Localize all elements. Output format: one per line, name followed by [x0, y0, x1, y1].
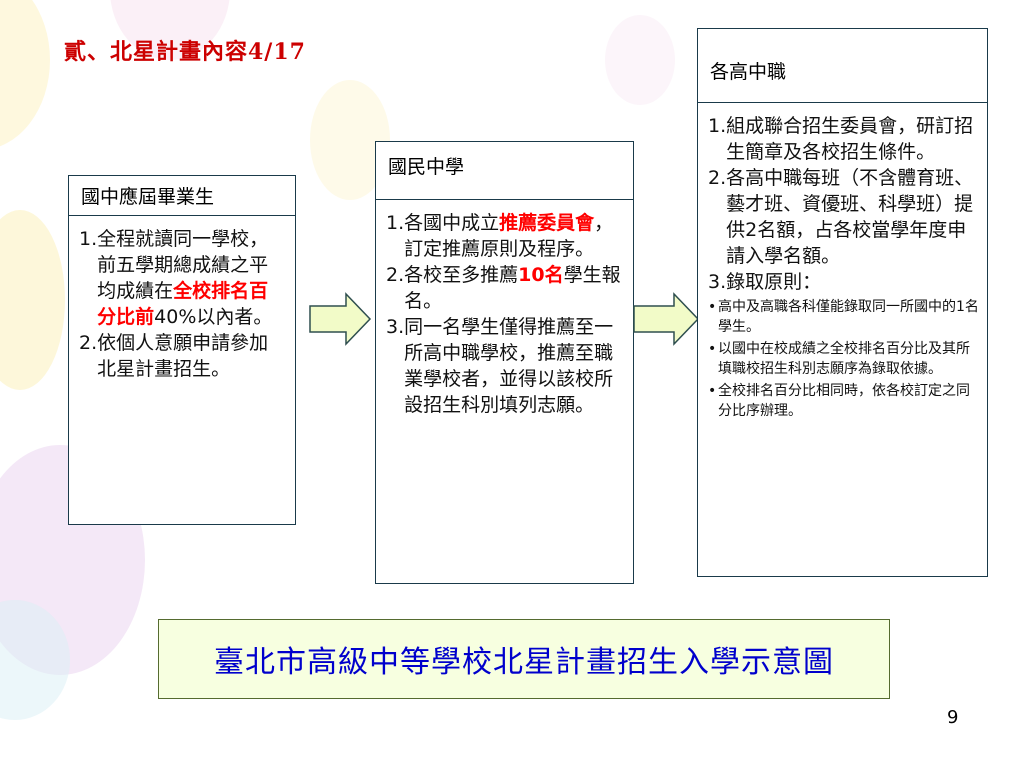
sub-note-text: 全校排名百分比相同時，依各校訂定之同分比序辦理。: [718, 383, 970, 419]
sub-note-text: 高中及高職各科僅能錄取同一所國中的1名學生。: [718, 299, 979, 335]
list-item: 1.各國中成立推薦委員會，訂定推薦原則及程序。: [386, 210, 625, 262]
list-item: 2.依個人意願申請參加北星計畫招生。: [79, 330, 287, 382]
item-text: 依個人意願申請參加北星計畫招生。: [97, 330, 287, 382]
bullet-icon: •: [708, 383, 717, 399]
item-number: 1.: [79, 228, 98, 250]
text-segment: 同一名學生僅得推薦至一所高中職學校，推薦至職業學校者，並得以該校所設招生科別填列…: [404, 316, 614, 416]
diagram-caption: 臺北市高級中等學校北星計畫招生入學示意圖: [214, 645, 834, 680]
arrow-right-icon: [309, 292, 372, 346]
highlight-text: 10名: [518, 264, 564, 286]
balloon-shape: [605, 15, 675, 105]
page-number: 9: [947, 707, 959, 728]
item-number: 3.: [708, 271, 727, 293]
balloon-shape: [310, 80, 390, 200]
arrow-right-icon: [633, 292, 700, 346]
text-segment: 40%以內者。: [154, 306, 273, 328]
item-text: 各國中成立推薦委員會，訂定推薦原則及程序。: [404, 210, 625, 262]
balloon-shape: [110, 0, 230, 60]
box-header: 各高中職: [698, 29, 987, 103]
item-number: 1.: [386, 212, 405, 234]
text-segment: 組成聯合招生委員會，研訂招生簡章及各校招生條件。: [726, 115, 974, 163]
list-item: 2.各高中職每班（不含體育班、藝才班、資優班、科學班）提供2名額，占各校當學年度…: [708, 165, 979, 269]
bullet-icon: •: [708, 299, 717, 315]
text-segment: 全程就讀同一學校，前五學期總成績之平均成績在: [97, 228, 269, 302]
list-item: 1.組成聯合招生委員會，研訂招生簡章及各校招生條件。: [708, 113, 979, 165]
arrow-right-icon: [633, 292, 700, 346]
item-number: 1.: [708, 115, 727, 137]
item-number: 3.: [386, 316, 405, 338]
box-body: 1.組成聯合招生委員會，研訂招生簡章及各校招生條件。2.各高中職每班（不含體育班…: [698, 103, 987, 421]
list-item: 1.全程就讀同一學校，前五學期總成績之平均成績在全校排名百分比前40%以內者。: [79, 226, 287, 330]
text-segment: 各高中職每班（不含體育班、藝才班、資優班、科學班）提供2名額，占各校當學年度申請…: [726, 167, 974, 267]
caption-box: 臺北市高級中等學校北星計畫招生入學示意圖: [158, 619, 890, 699]
bullet-icon: •: [708, 341, 717, 357]
item-number: 2.: [386, 264, 405, 286]
highlight-text: 全校排名百分比前: [97, 280, 269, 328]
box-senior-high-schools: 各高中職 1.組成聯合招生委員會，研訂招生簡章及各校招生條件。2.各高中職每班（…: [697, 28, 988, 577]
text-segment: 各校至多推薦: [404, 264, 519, 286]
balloon-shape: [0, 0, 50, 147]
text-segment: ，訂定推薦原則及程序。: [404, 212, 614, 260]
text-segment: 錄取原則：: [726, 271, 822, 293]
balloon-shape: [0, 210, 65, 390]
text-segment: 依個人意願申請參加北星計畫招生。: [97, 332, 269, 380]
sub-note: •高中及高職各科僅能錄取同一所國中的1名學生。: [708, 297, 979, 337]
box-body: 1.各國中成立推薦委員會，訂定推薦原則及程序。2.各校至多推薦10名學生報名。3…: [376, 200, 633, 418]
sub-note: •以國中在校成績之全校排名百分比及其所填職校招生科別志願序為錄取依據。: [708, 339, 979, 379]
item-text: 錄取原則：: [726, 269, 979, 295]
list-item: 3.同一名學生僅得推薦至一所高中職學校，推薦至職業學校者，並得以該校所設招生科別…: [386, 314, 625, 418]
item-number: 2.: [708, 167, 727, 189]
item-number: 2.: [79, 332, 98, 354]
box-junior-high-graduates: 國中應屆畢業生 1.全程就讀同一學校，前五學期總成績之平均成績在全校排名百分比前…: [68, 175, 296, 525]
text-segment: 各國中成立: [404, 212, 500, 234]
highlight-text: 推薦委員會: [499, 212, 595, 234]
box-header: 國民中學: [376, 142, 633, 200]
slide-title: 貳、北星計畫內容4/17: [64, 39, 306, 65]
item-text: 全程就讀同一學校，前五學期總成績之平均成績在全校排名百分比前40%以內者。: [97, 226, 287, 330]
sub-note: •全校排名百分比相同時，依各校訂定之同分比序辦理。: [708, 381, 979, 421]
box-body: 1.全程就讀同一學校，前五學期總成績之平均成績在全校排名百分比前40%以內者。2…: [69, 216, 295, 382]
text-segment: 學生報名。: [404, 264, 621, 312]
box-junior-high-school: 國民中學 1.各國中成立推薦委員會，訂定推薦原則及程序。2.各校至多推薦10名學…: [375, 141, 634, 584]
sub-note-text: 以國中在校成績之全校排名百分比及其所填職校招生科別志願序為錄取依據。: [718, 341, 970, 377]
arrow-right-icon: [309, 292, 372, 346]
item-text: 各高中職每班（不含體育班、藝才班、資優班、科學班）提供2名額，占各校當學年度申請…: [726, 165, 979, 269]
box-header: 國中應屆畢業生: [69, 176, 295, 216]
balloon-shape: [0, 600, 70, 720]
item-text: 各校至多推薦10名學生報名。: [404, 262, 625, 314]
item-text: 組成聯合招生委員會，研訂招生簡章及各校招生條件。: [726, 113, 979, 165]
list-item: 3.錄取原則：: [708, 269, 979, 295]
item-text: 同一名學生僅得推薦至一所高中職學校，推薦至職業學校者，並得以該校所設招生科別填列…: [404, 314, 625, 418]
list-item: 2.各校至多推薦10名學生報名。: [386, 262, 625, 314]
